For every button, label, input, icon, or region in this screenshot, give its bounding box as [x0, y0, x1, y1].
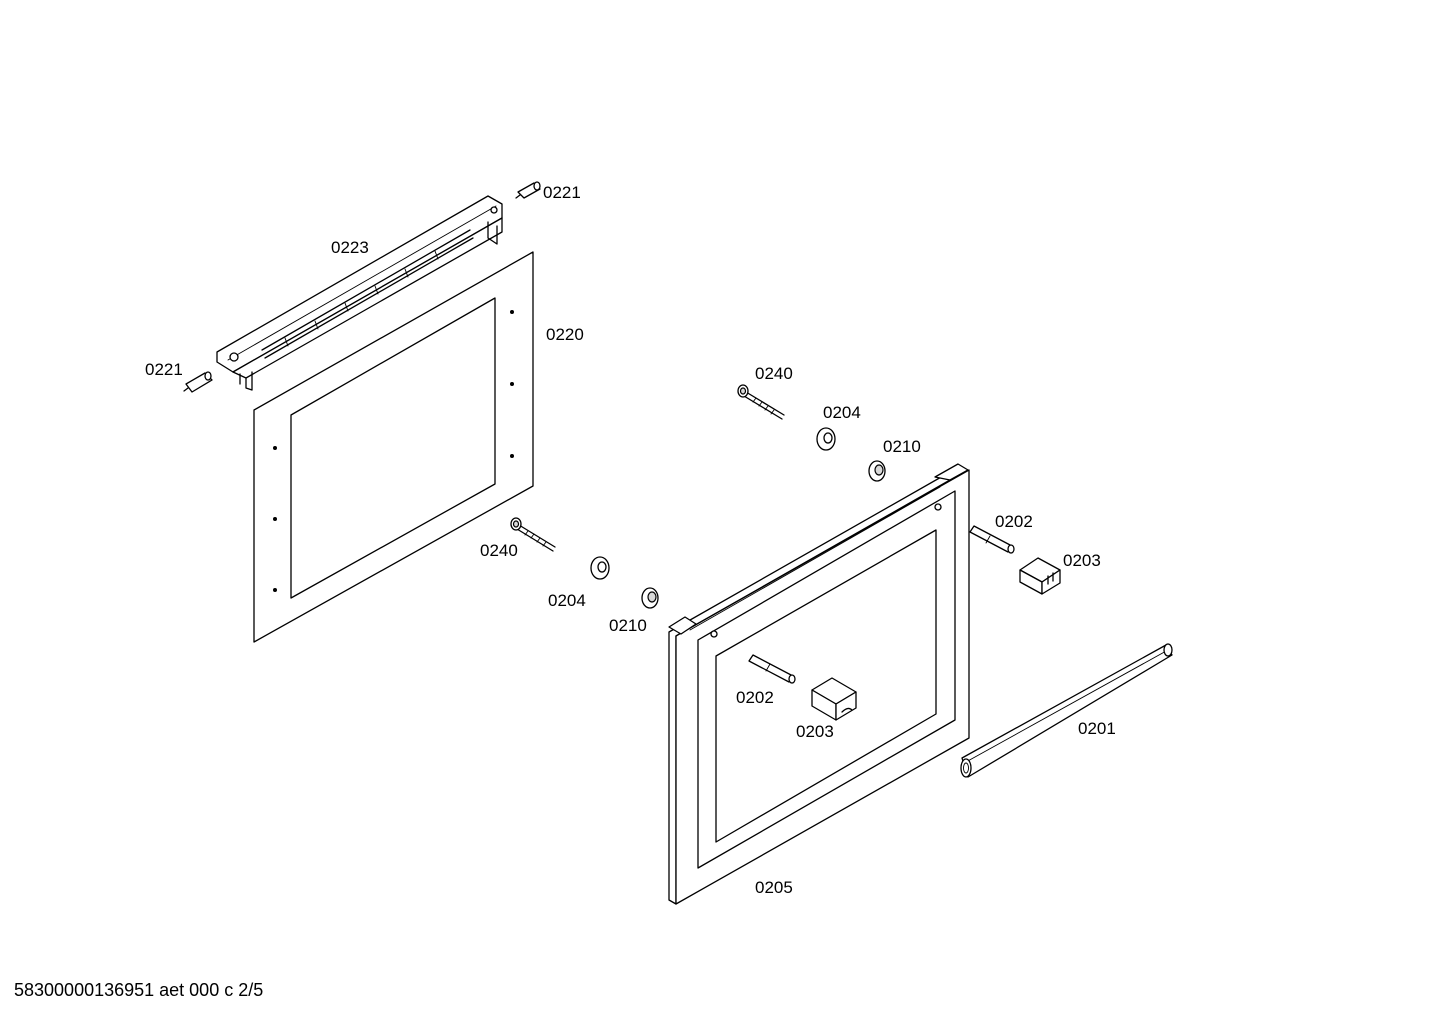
panel-mounting-holes	[273, 310, 514, 592]
label-0223: 0223	[331, 238, 369, 257]
part-0202-pin-right	[969, 525, 1015, 554]
part-0203-block-inner	[811, 677, 857, 721]
part-0201-handle-rod	[960, 643, 1173, 778]
label-0240-right: 0240	[755, 364, 793, 383]
label-0221-top: 0221	[543, 183, 581, 202]
part-0240-screw-right	[737, 384, 785, 420]
label-0201: 0201	[1078, 719, 1116, 738]
label-0205: 0205	[755, 878, 793, 897]
part-0204-washer-right	[816, 427, 836, 451]
label-0220: 0220	[546, 325, 584, 344]
callout-labels: 0221 0223 0220 0221 0240 0204 0210 0240 …	[145, 183, 1116, 897]
label-0203-inner: 0203	[796, 722, 834, 741]
part-0210-spacer-right	[868, 460, 886, 482]
label-0210-right: 0210	[883, 437, 921, 456]
label-0210-left: 0210	[609, 616, 647, 635]
label-0204-right: 0204	[823, 403, 861, 422]
document-code: 58300000136951 aet 000 c 2/5	[14, 980, 264, 1000]
part-0223-trim-bar	[216, 195, 503, 391]
part-0221-pin-top	[515, 181, 541, 199]
part-0240-screw-left	[510, 517, 556, 552]
label-0240-left: 0240	[480, 541, 518, 560]
part-0205-outer-door	[668, 463, 970, 905]
label-0202-right: 0202	[995, 512, 1033, 531]
part-0204-washer-left	[590, 556, 610, 580]
label-0202-inner: 0202	[736, 688, 774, 707]
label-0203-right: 0203	[1063, 551, 1101, 570]
vent-slots	[261, 229, 474, 359]
part-0203-block-right	[1019, 557, 1061, 595]
part-0220-inner-glass	[253, 251, 534, 643]
part-0221-pin-left	[183, 371, 213, 393]
part-0210-spacer-left	[641, 587, 659, 609]
label-0221-left: 0221	[145, 360, 183, 379]
label-0204-left: 0204	[548, 591, 586, 610]
part-0202-pin-inner	[748, 654, 796, 684]
